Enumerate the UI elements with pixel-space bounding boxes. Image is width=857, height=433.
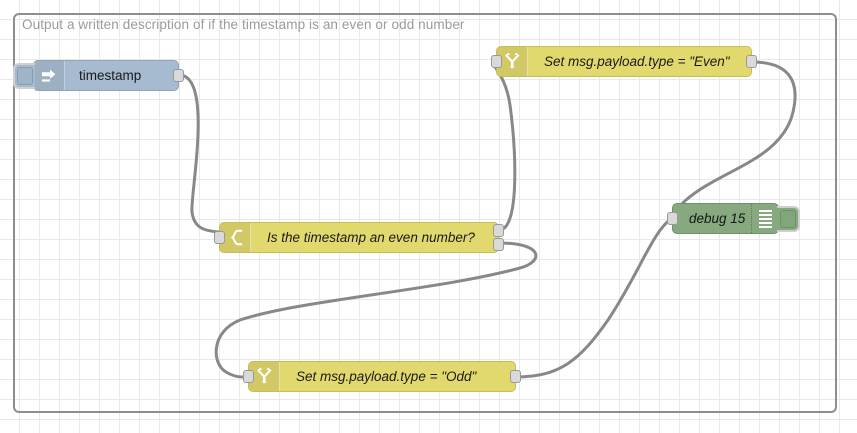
node-label-switch: Is the timestamp an even number?: [267, 230, 475, 245]
inject-button-inner: [17, 67, 33, 85]
port-output-change-even[interactable]: [746, 55, 757, 68]
node-change-odd[interactable]: Set msg.payload.type = "Odd": [243, 361, 521, 392]
node-label-inject: timestamp: [79, 68, 142, 83]
port-input-debug[interactable]: [667, 212, 678, 225]
node-debug-15[interactable]: debug 15: [667, 203, 800, 234]
debug-button-inner: [779, 210, 796, 228]
debug-lines-icon: [751, 204, 778, 233]
port-output-change-odd[interactable]: [510, 370, 521, 383]
switch-branch-icon: [220, 223, 251, 252]
port-input-change-odd[interactable]: [243, 370, 254, 383]
node-label-change-even: Set msg.payload.type = "Even": [544, 54, 730, 69]
change-swap-icon: [497, 47, 528, 76]
port-output-switch-0[interactable]: [493, 224, 504, 237]
node-inject-timestamp[interactable]: timestamp: [13, 60, 184, 91]
node-change-even[interactable]: Set msg.payload.type = "Even": [491, 46, 757, 77]
flow-group-label: Output a written description of if the t…: [22, 17, 465, 32]
inject-arrow-icon: [34, 61, 65, 90]
node-label-debug: debug 15: [689, 211, 746, 226]
inject-trigger-button[interactable]: [13, 63, 35, 89]
flow-group-box[interactable]: [13, 13, 837, 413]
port-input-switch[interactable]: [214, 231, 225, 244]
port-input-change-even[interactable]: [491, 55, 502, 68]
node-switch-even-check[interactable]: Is the timestamp an even number?: [214, 222, 504, 253]
change-swap-icon: [249, 362, 280, 391]
port-output-inject[interactable]: [173, 69, 184, 82]
port-output-switch-1[interactable]: [493, 238, 504, 251]
node-label-change-odd: Set msg.payload.type = "Odd": [296, 369, 477, 384]
debug-enable-button[interactable]: [777, 206, 800, 232]
